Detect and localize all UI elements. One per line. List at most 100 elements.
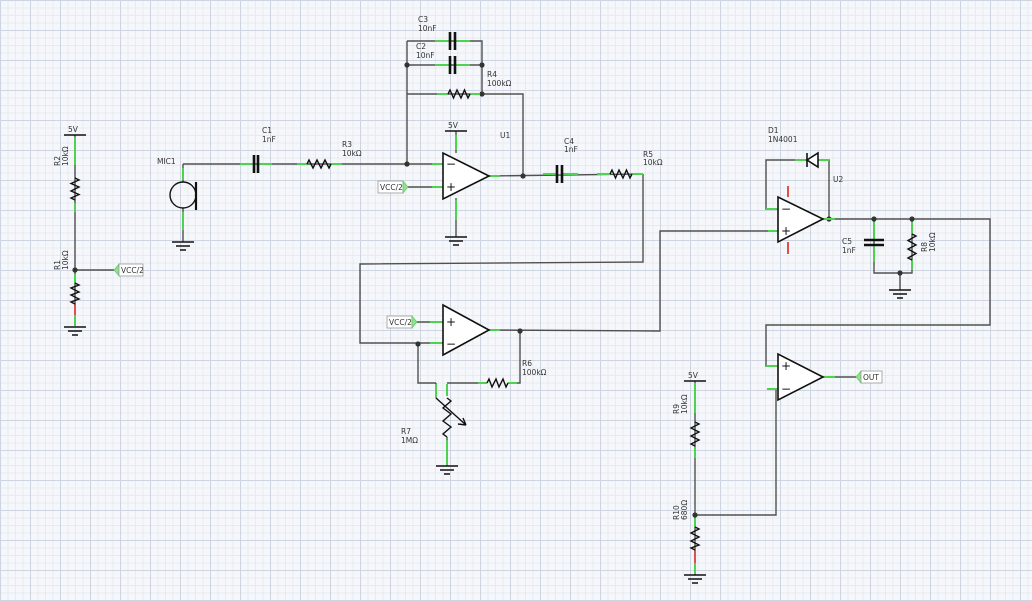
net-label-text: VCC/2: [389, 318, 412, 327]
ground-mic[interactable]: [172, 241, 194, 251]
ground-r7[interactable]: [436, 465, 458, 475]
resistor-r5[interactable]: R5 10kΩ: [597, 150, 663, 180]
wire-r9-r10-rail[interactable]: [694, 381, 778, 575]
component-value: 10kΩ: [61, 250, 70, 270]
component-value: 100kΩ: [487, 79, 512, 88]
noninverting-input-sign: +: [781, 359, 791, 373]
net-flag-icon: [855, 370, 862, 384]
capacitor-c1[interactable]: C1 1nF: [240, 126, 276, 173]
resistor-r8[interactable]: R8 10kΩ: [906, 222, 937, 270]
capacitor-icon: [448, 32, 457, 50]
component-ref: R3: [342, 140, 352, 149]
junction-dot: [897, 270, 903, 276]
component-ref: R9: [672, 404, 681, 414]
inverting-input-sign: −: [446, 337, 456, 351]
potentiometer-r7[interactable]: R7 1MΩ: [401, 384, 467, 465]
opamp-stage2[interactable]: + −: [430, 303, 500, 357]
net-label-text: OUT: [863, 373, 879, 382]
component-ref: R8: [920, 242, 929, 252]
component-value: 680Ω: [680, 500, 689, 520]
opamp-u1[interactable]: − + U1: [432, 131, 510, 220]
resistor-r3[interactable]: R3 10kΩ: [297, 140, 362, 170]
net-label-vcc-half-stage2[interactable]: VCC/2: [386, 315, 418, 329]
component-ref: C2: [416, 42, 426, 51]
junction-dot: [404, 161, 410, 167]
ground-u1[interactable]: [445, 236, 467, 246]
component-ref: R7: [401, 427, 411, 436]
inverting-input-sign: −: [781, 202, 791, 216]
opamp-u2[interactable]: − + U2: [766, 175, 843, 254]
component-value: 10kΩ: [61, 146, 70, 166]
resistor-icon: [69, 282, 81, 305]
resistor-icon: [689, 526, 701, 551]
net-label-vcc-half-divider[interactable]: VCC/2: [113, 263, 144, 277]
capacitor-c5[interactable]: C5 1nF: [842, 222, 884, 262]
resistor-r10[interactable]: R10 680Ω: [672, 500, 701, 574]
junction-dot: [479, 91, 485, 97]
component-ref: U1: [500, 131, 510, 140]
net-label-text: VCC/2: [121, 266, 144, 275]
power-5v-left[interactable]: 5V: [64, 125, 86, 136]
component-ref: R1: [53, 260, 62, 270]
component-ref: R2: [53, 156, 62, 166]
wire-stage2-output[interactable]: [487, 230, 778, 332]
power-label: 5V: [448, 121, 459, 130]
resistor-icon: [447, 88, 471, 100]
junction-dot: [72, 267, 78, 273]
resistor-r4[interactable]: R4 100kΩ: [437, 70, 512, 100]
capacitor-c3[interactable]: C3 10nF: [418, 15, 470, 50]
resistor-r2[interactable]: R2 10kΩ: [53, 137, 81, 212]
resistor-r9[interactable]: R9 10kΩ: [672, 383, 701, 458]
power-5v-r9[interactable]: 5V: [684, 371, 706, 382]
junction-dot: [479, 62, 485, 68]
net-flag-icon: [113, 263, 120, 277]
power-5v-u1[interactable]: 5V: [445, 121, 467, 132]
opamp-icon: [777, 195, 825, 244]
net-label-vcc-half-u1[interactable]: VCC/2: [377, 180, 409, 194]
opamp-icon: [442, 303, 491, 357]
component-ref: C5: [842, 237, 852, 246]
component-value: 10nF: [418, 24, 437, 33]
microphone-icon: [169, 181, 197, 209]
resistor-r1[interactable]: R1 10kΩ: [53, 250, 81, 326]
component-ref: C4: [564, 137, 574, 146]
capacitor-icon: [252, 155, 260, 173]
junction-dot: [517, 328, 523, 334]
component-value: 1nF: [262, 135, 276, 144]
capacitor-c4[interactable]: C4 1nF: [543, 137, 578, 183]
noninverting-input-sign: +: [446, 315, 456, 329]
component-value: 10nF: [416, 51, 435, 60]
wiper-arrow-icon: [435, 397, 467, 426]
net-label-out[interactable]: OUT: [855, 370, 883, 384]
ground-r1[interactable]: [64, 326, 86, 336]
opamp-icon: [442, 151, 491, 201]
ground-r10[interactable]: [684, 574, 706, 584]
component-value: 1MΩ: [401, 436, 418, 445]
component-ref: R6: [522, 359, 532, 368]
microphone-mic1[interactable]: MIC1: [157, 157, 198, 230]
ground-peak[interactable]: [889, 289, 911, 299]
component-ref: D1: [768, 126, 779, 135]
resistor-r6[interactable]: R6 100kΩ: [478, 359, 547, 389]
resistor-icon: [306, 158, 332, 170]
resistor-icon: [69, 177, 81, 201]
component-ref: R5: [643, 150, 653, 159]
wire-peak-detector[interactable]: [873, 219, 913, 290]
power-label: 5V: [68, 125, 79, 134]
junction-dot: [909, 216, 915, 222]
wire-pot-ground[interactable]: [435, 383, 448, 466]
resistor-icon: [486, 377, 509, 389]
resistor-icon: [906, 233, 918, 261]
wire-mic-input[interactable]: [182, 163, 407, 242]
wire-u1-feedback[interactable]: [406, 40, 524, 176]
capacitor-icon: [555, 165, 564, 183]
resistor-icon: [689, 421, 701, 447]
opamp-comparator[interactable]: + −: [766, 352, 835, 402]
capacitor-c2[interactable]: C2 10nF: [416, 42, 470, 74]
diode-icon: [805, 151, 819, 169]
component-ref: R10: [672, 505, 681, 520]
component-ref: C3: [418, 15, 428, 24]
junction-dot: [415, 341, 421, 347]
diode-d1[interactable]: D1 1N4001: [768, 126, 829, 169]
